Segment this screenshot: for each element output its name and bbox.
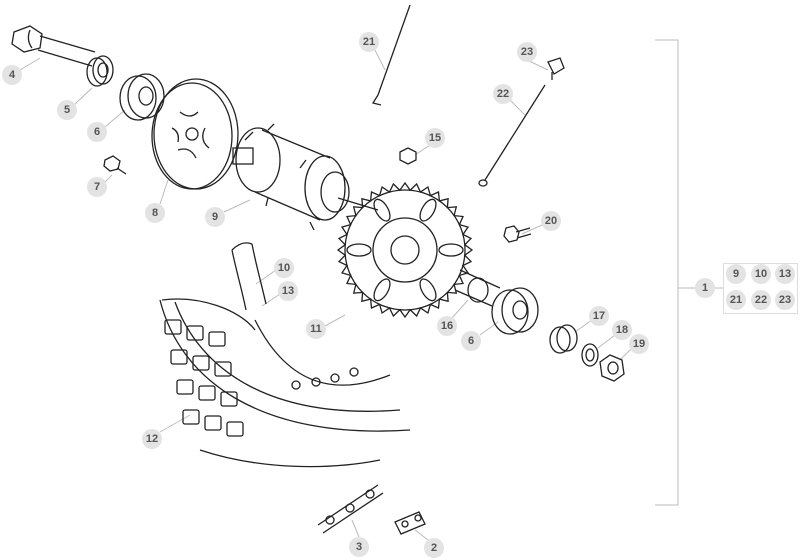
spacer-17 (549, 324, 578, 354)
callout-1[interactable]: 1 (695, 278, 715, 298)
callout-11[interactable]: 11 (306, 319, 326, 339)
rim-holes (291, 367, 359, 390)
bearing-right (491, 287, 539, 335)
spoke-22 (478, 84, 546, 187)
callout-4[interactable]: 4 (2, 65, 22, 85)
callout-22[interactable]: 22 (493, 84, 513, 104)
tread-block (198, 385, 216, 401)
group-item-13[interactable]: 13 (775, 264, 795, 284)
tread-block (214, 361, 232, 377)
callout-18[interactable]: 18 (612, 320, 632, 340)
spacer-tube (454, 269, 501, 307)
tire (159, 298, 411, 468)
callout-3[interactable]: 3 (349, 537, 369, 557)
callout-15[interactable]: 15 (425, 128, 445, 148)
callout-17[interactable]: 17 (589, 306, 609, 326)
callout-9[interactable]: 9 (205, 207, 225, 227)
group-item-21[interactable]: 21 (726, 290, 746, 310)
bolt-20 (503, 225, 532, 243)
axle-bolt (11, 25, 96, 67)
group-item-22[interactable]: 22 (751, 290, 771, 310)
callout-7[interactable]: 7 (87, 177, 107, 197)
wheel-hub (232, 123, 379, 231)
brake-disc (151, 78, 239, 190)
sprocket-cutout (373, 198, 391, 222)
group-item-23[interactable]: 23 (775, 290, 795, 310)
group-item-10[interactable]: 10 (751, 264, 771, 284)
tread-block (220, 391, 238, 407)
callout-20[interactable]: 20 (541, 211, 561, 231)
sprocket-cutout (373, 278, 391, 302)
callout-5[interactable]: 5 (57, 100, 77, 120)
sprocket-cutout (438, 243, 464, 257)
chain (317, 484, 384, 534)
nut-15 (399, 147, 417, 165)
tread-block (192, 355, 210, 371)
tread-block (170, 349, 188, 365)
master-link (394, 511, 426, 535)
sprocket-teeth (336, 181, 474, 319)
callout-8[interactable]: 8 (145, 203, 165, 223)
spoke-21 (371, 4, 411, 106)
sprocket-cutout (419, 278, 437, 302)
tread-block (176, 379, 194, 395)
callout-12[interactable]: 12 (142, 429, 162, 449)
callout-2[interactable]: 2 (424, 538, 444, 558)
tread-block (208, 331, 226, 347)
leader-lines (19, 39, 723, 541)
nipple-23 (547, 57, 565, 80)
callout-23[interactable]: 23 (517, 42, 537, 62)
tread-block (186, 325, 204, 341)
sprocket-cutout (346, 243, 372, 257)
callout-10[interactable]: 10 (274, 258, 294, 278)
disc-bolt (103, 155, 127, 175)
callout-21[interactable]: 21 (359, 32, 379, 52)
callout-16[interactable]: 16 (437, 316, 457, 336)
inner-tube (231, 242, 267, 311)
spacer (86, 55, 114, 87)
bearing-left (119, 73, 165, 121)
washer-18 (581, 343, 599, 367)
tread-block (182, 409, 200, 425)
group-item-9[interactable]: 9 (726, 264, 746, 284)
callout-13[interactable]: 13 (278, 281, 298, 301)
tread-block (204, 415, 222, 431)
callout-6[interactable]: 6 (87, 122, 107, 142)
nut-19 (599, 354, 625, 382)
callout-6-right[interactable]: 6 (461, 331, 481, 351)
tread-block (164, 319, 182, 335)
callout-19[interactable]: 19 (629, 334, 649, 354)
sprocket (336, 181, 474, 319)
tread-block (226, 421, 244, 437)
sprocket-cutout (419, 198, 437, 222)
